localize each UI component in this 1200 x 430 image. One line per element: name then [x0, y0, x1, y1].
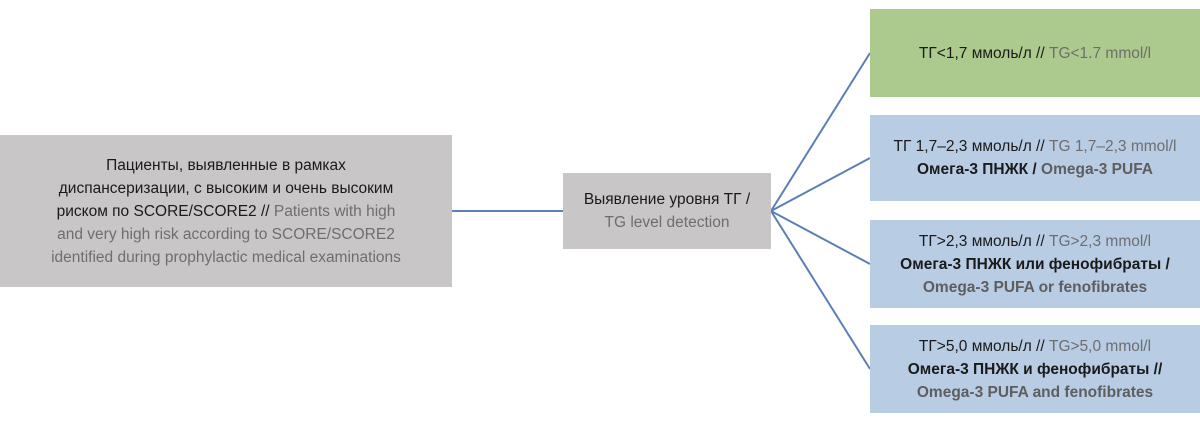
outcome-4-level-ru: ТГ>5,0 ммоль/л //: [918, 337, 1045, 355]
patients-en-line-2: and very high risk according to SCORE/SC…: [57, 225, 395, 243]
outcome-4-level-line: ТГ>5,0 ммоль/л // TG>5,0 mmol/l: [919, 335, 1151, 358]
patients-en-line-3: identified during prophylactic medical e…: [51, 248, 401, 266]
patients-text: Пациенты, выявленные в рамках диспансери…: [51, 154, 401, 269]
patients-box: Пациенты, выявленные в рамках диспансери…: [0, 135, 452, 287]
outcome-3-level-ru: ТГ>2,3 ммоль/л //: [918, 232, 1045, 250]
connector-detection-to-tg-above-5-0: [770, 210, 871, 370]
outcome-3-treatment-en: Omega-3 PUFA or fenofibrates: [922, 278, 1148, 296]
outcome-tg-1-7-to-2-3: ТГ 1,7–2,3 ммоль/л // TG 1,7–2,3 mmol/l …: [870, 115, 1200, 201]
outcome-3-level-en: TG>2,3 mmol/l: [1048, 232, 1152, 250]
outcome-2-level-en: TG 1,7–2,3 mmol/l: [1048, 138, 1177, 155]
outcome-2-treatment-en: Omega-3 PUFA: [1041, 161, 1154, 178]
connector-detection-to-tg-below-1-7: [770, 52, 871, 212]
outcome-tg-above-5-0: ТГ>5,0 ммоль/л // TG>5,0 mmol/l Омега-3 …: [870, 325, 1200, 413]
outcome-2-level-ru: ТГ 1,7–2,3 ммоль/л //: [893, 138, 1045, 155]
patients-ru-line-3: риском по SCORE/SCORE2 //: [56, 202, 270, 220]
outcome-4-level-en: TG>5,0 mmol/l: [1048, 337, 1152, 355]
patients-en-line-1: Patients with high: [273, 202, 396, 220]
patients-ru-line-1: Пациенты, выявленные в рамках: [106, 156, 346, 174]
tg-detection-box: Выявление уровня ТГ / TG level detection: [563, 173, 771, 249]
tg-detection-ru: Выявление уровня ТГ /: [583, 191, 751, 208]
outcome-tg-below-1-7: ТГ<1,7 ммоль/л // TG<1.7 mmol/l: [870, 9, 1200, 97]
outcome-3-treatment-ru: Омега-3 ПНЖК или фенофибраты /: [900, 255, 1170, 273]
tg-detection-en: TG level detection: [604, 214, 730, 231]
patients-ru-line-2: диспансеризации, с высоким и очень высок…: [58, 179, 394, 197]
outcome-2-treatment-ru: Омега-3 ПНЖК /: [916, 161, 1037, 178]
outcome-3-level-line: ТГ>2,3 ммоль/л // TG>2,3 mmol/l: [919, 230, 1151, 253]
outcome-tg-above-2-3: ТГ>2,3 ммоль/л // TG>2,3 mmol/l Омега-3 …: [870, 220, 1200, 308]
connector-detection-to-tg-above-2-3: [770, 210, 871, 265]
outcome-4-treatment-ru: Омега-3 ПНЖК и фенофибраты //: [907, 360, 1163, 378]
outcome-4-treatment-en: Omega-3 PUFA and fenofibrates: [916, 383, 1154, 401]
connector-detection-to-tg-1-7-2-3: [770, 157, 871, 212]
outcome-1-level-en: TG<1.7 mmol/l: [1048, 44, 1152, 62]
outcome-1-level-ru: ТГ<1,7 ммоль/л //: [918, 44, 1045, 62]
